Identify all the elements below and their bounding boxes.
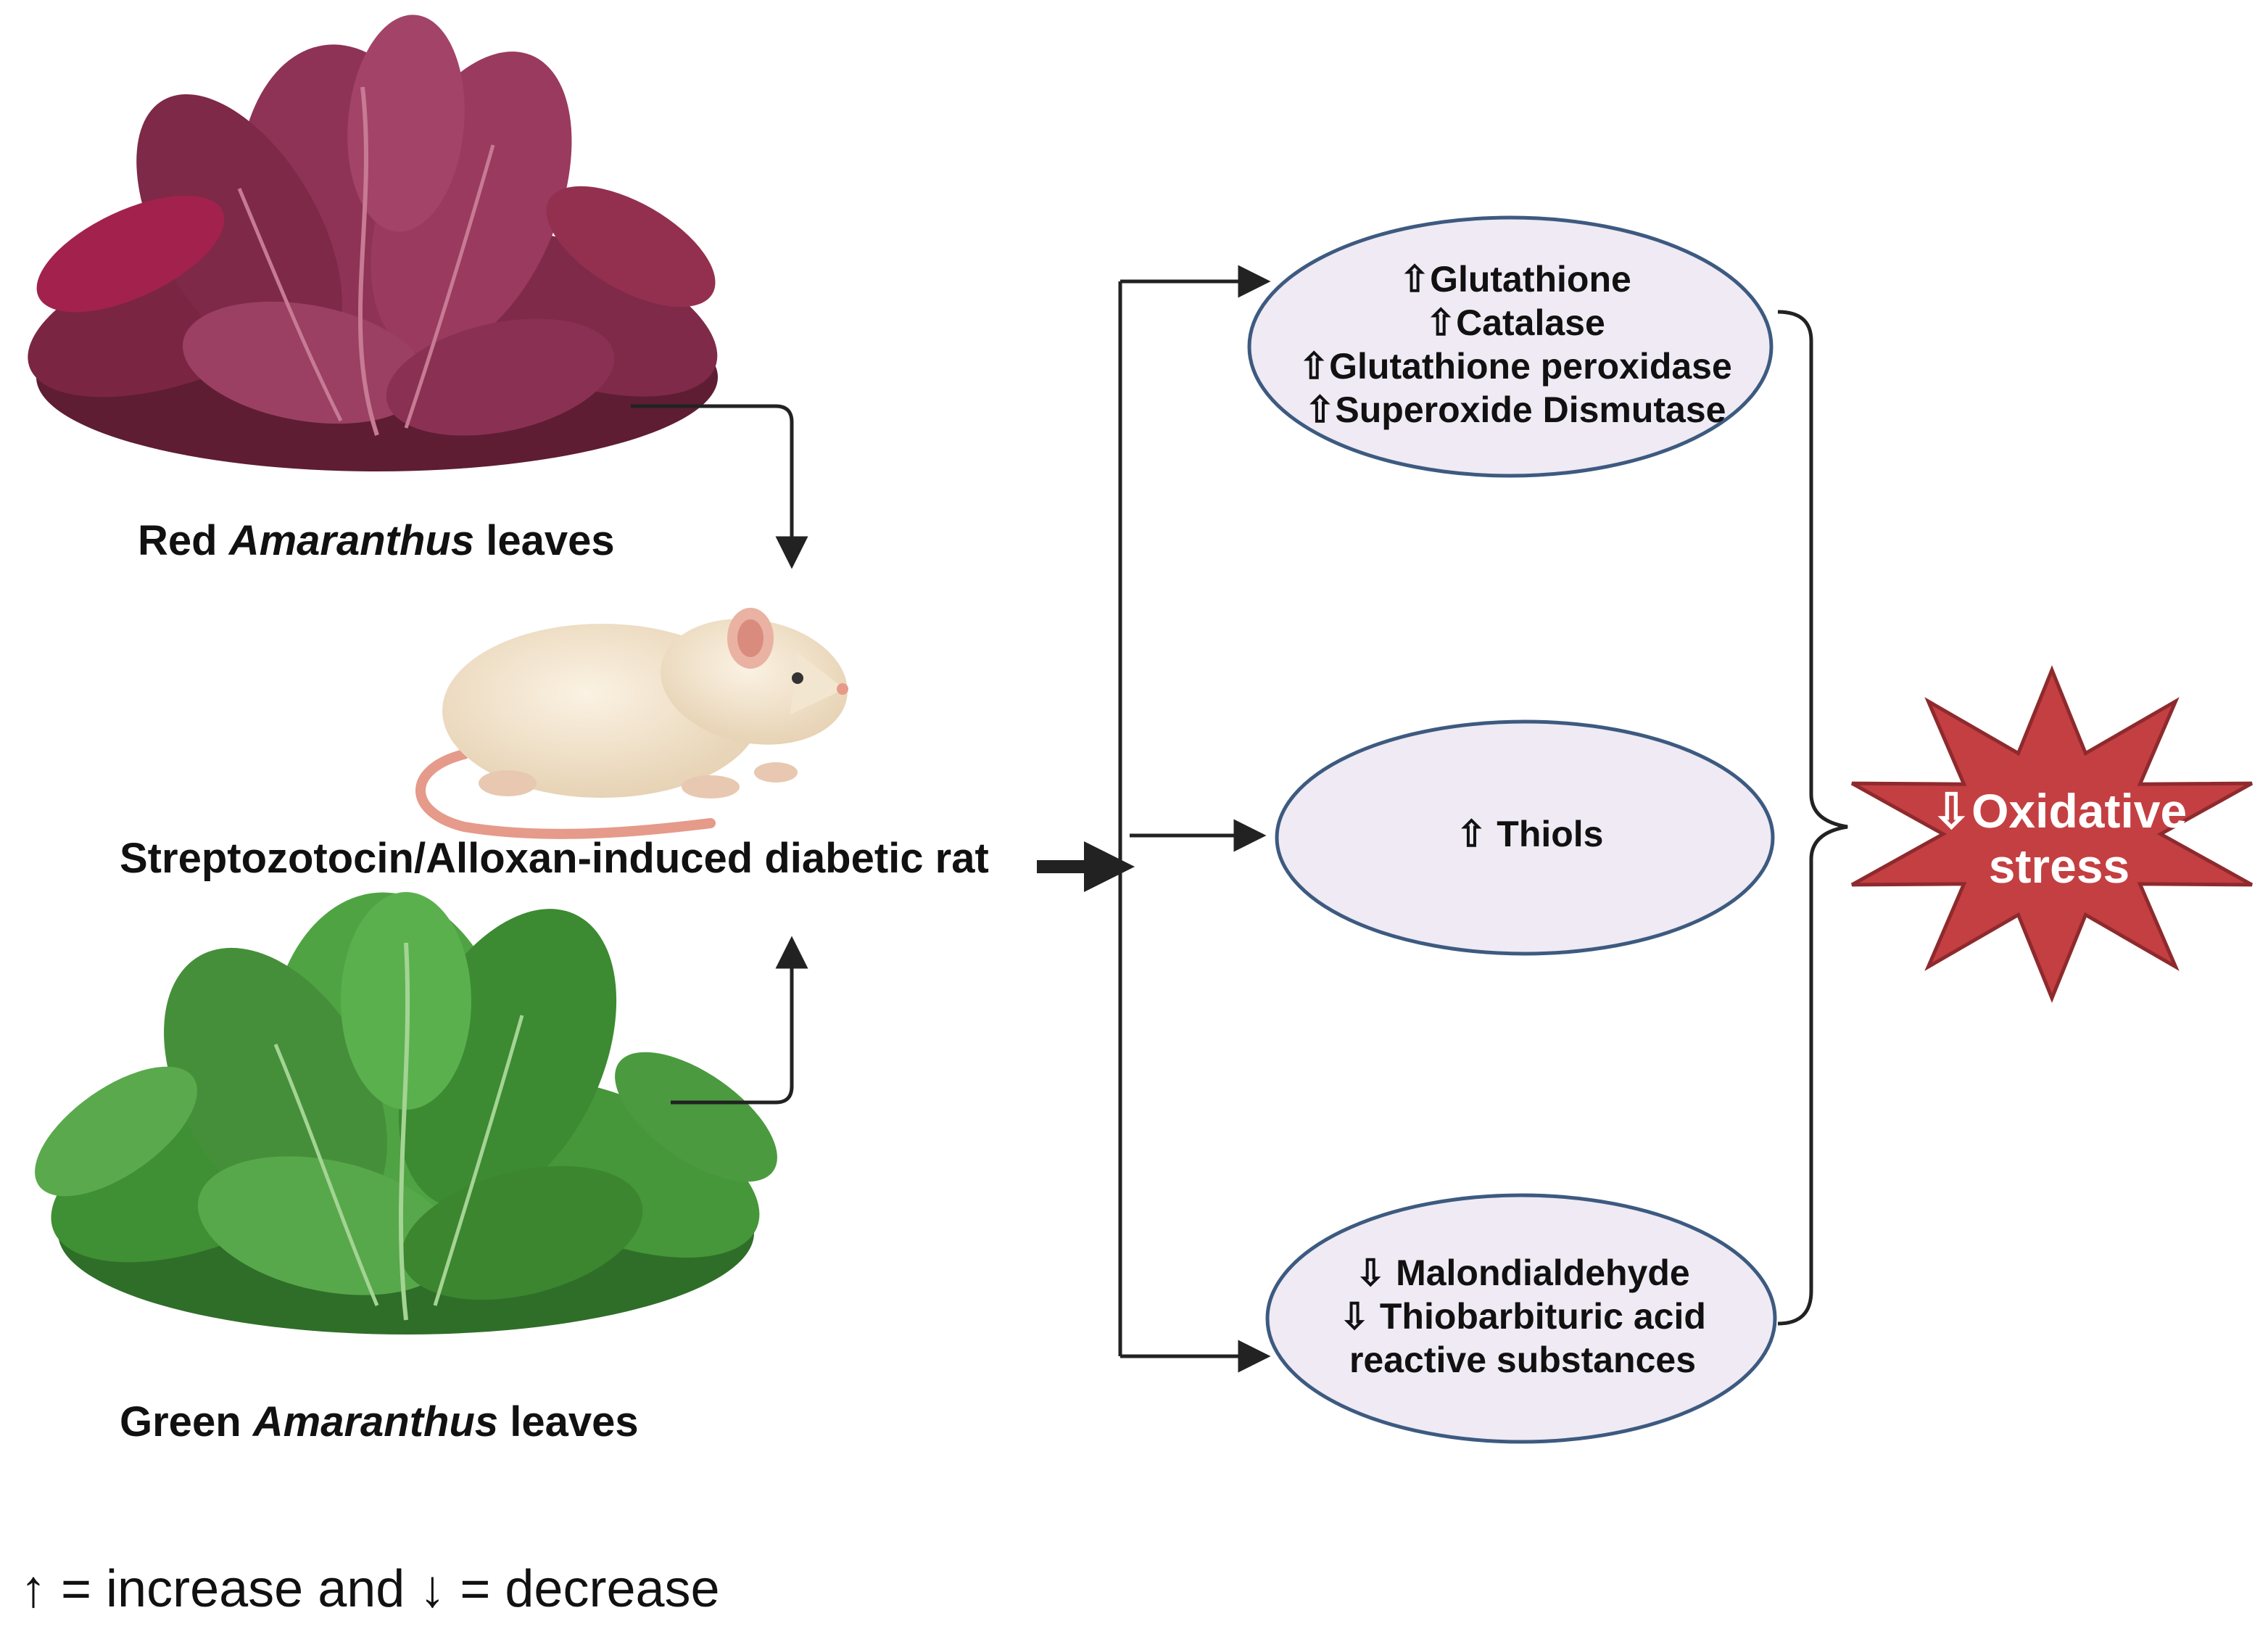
grouping-brace (1777, 310, 1848, 1326)
red-amaranth-label: Red Amaranthus leaves (138, 517, 615, 564)
oxidative-stress-line1: ⇩Oxidative (1931, 784, 2188, 838)
marker-glutathione-peroxidase: ⇧Glutathione peroxidase (1299, 346, 1732, 387)
oxidative-stress-label: ⇩Oxidative stress (1856, 783, 2262, 894)
green-to-rat-arrow (671, 936, 808, 1105)
lipid-peroxidation-markers-text: ⇩ Malondialdehyde ⇩ Thiobarbituric acid … (1262, 1251, 1784, 1382)
marker-glutathione: ⇧Glutathione (1399, 259, 1631, 300)
marker-tbars-line2: reactive substances (1349, 1340, 1697, 1380)
green-amaranth-label: Green Amaranthus leaves (120, 1398, 639, 1445)
red-amaranth-leaves-icon (28, 15, 718, 471)
outcome-ellipse-lipid-peroxidation (1265, 1193, 1777, 1444)
main-arrow (1037, 841, 1135, 892)
outcome-ellipse-antioxidants (1247, 215, 1774, 478)
oxidative-stress-starburst (1850, 665, 2253, 1003)
marker-tbars-line1: ⇩ Thiobarbituric acid (1339, 1296, 1706, 1337)
red-to-rat-arrow (631, 404, 808, 569)
oxidative-stress-line2: stress (1988, 839, 2130, 893)
marker-thiols: ⇧ Thiols (1456, 814, 1604, 854)
marker-superoxide-dismutase: ⇧Superoxide Dismutase (1304, 389, 1726, 430)
antioxidant-markers-text: ⇧Glutathione ⇧Catalase ⇧Glutathione pero… (1262, 257, 1769, 432)
branch-connector (1118, 265, 1271, 1373)
marker-malondialdehyde: ⇩ Malondialdehyde (1355, 1253, 1690, 1293)
rat-icon (415, 608, 848, 839)
green-amaranth-leaves-icon (35, 892, 777, 1334)
outcome-ellipse-thiols (1275, 719, 1775, 956)
diabetic-rat-label: Streptozotocin/Alloxan-induced diabetic … (120, 835, 989, 882)
marker-catalase: ⇧Catalase (1425, 302, 1605, 343)
thiols-text: ⇧ Thiols (1276, 812, 1784, 856)
legend: ↑ = increase and ↓ = decrease (20, 1560, 720, 1618)
